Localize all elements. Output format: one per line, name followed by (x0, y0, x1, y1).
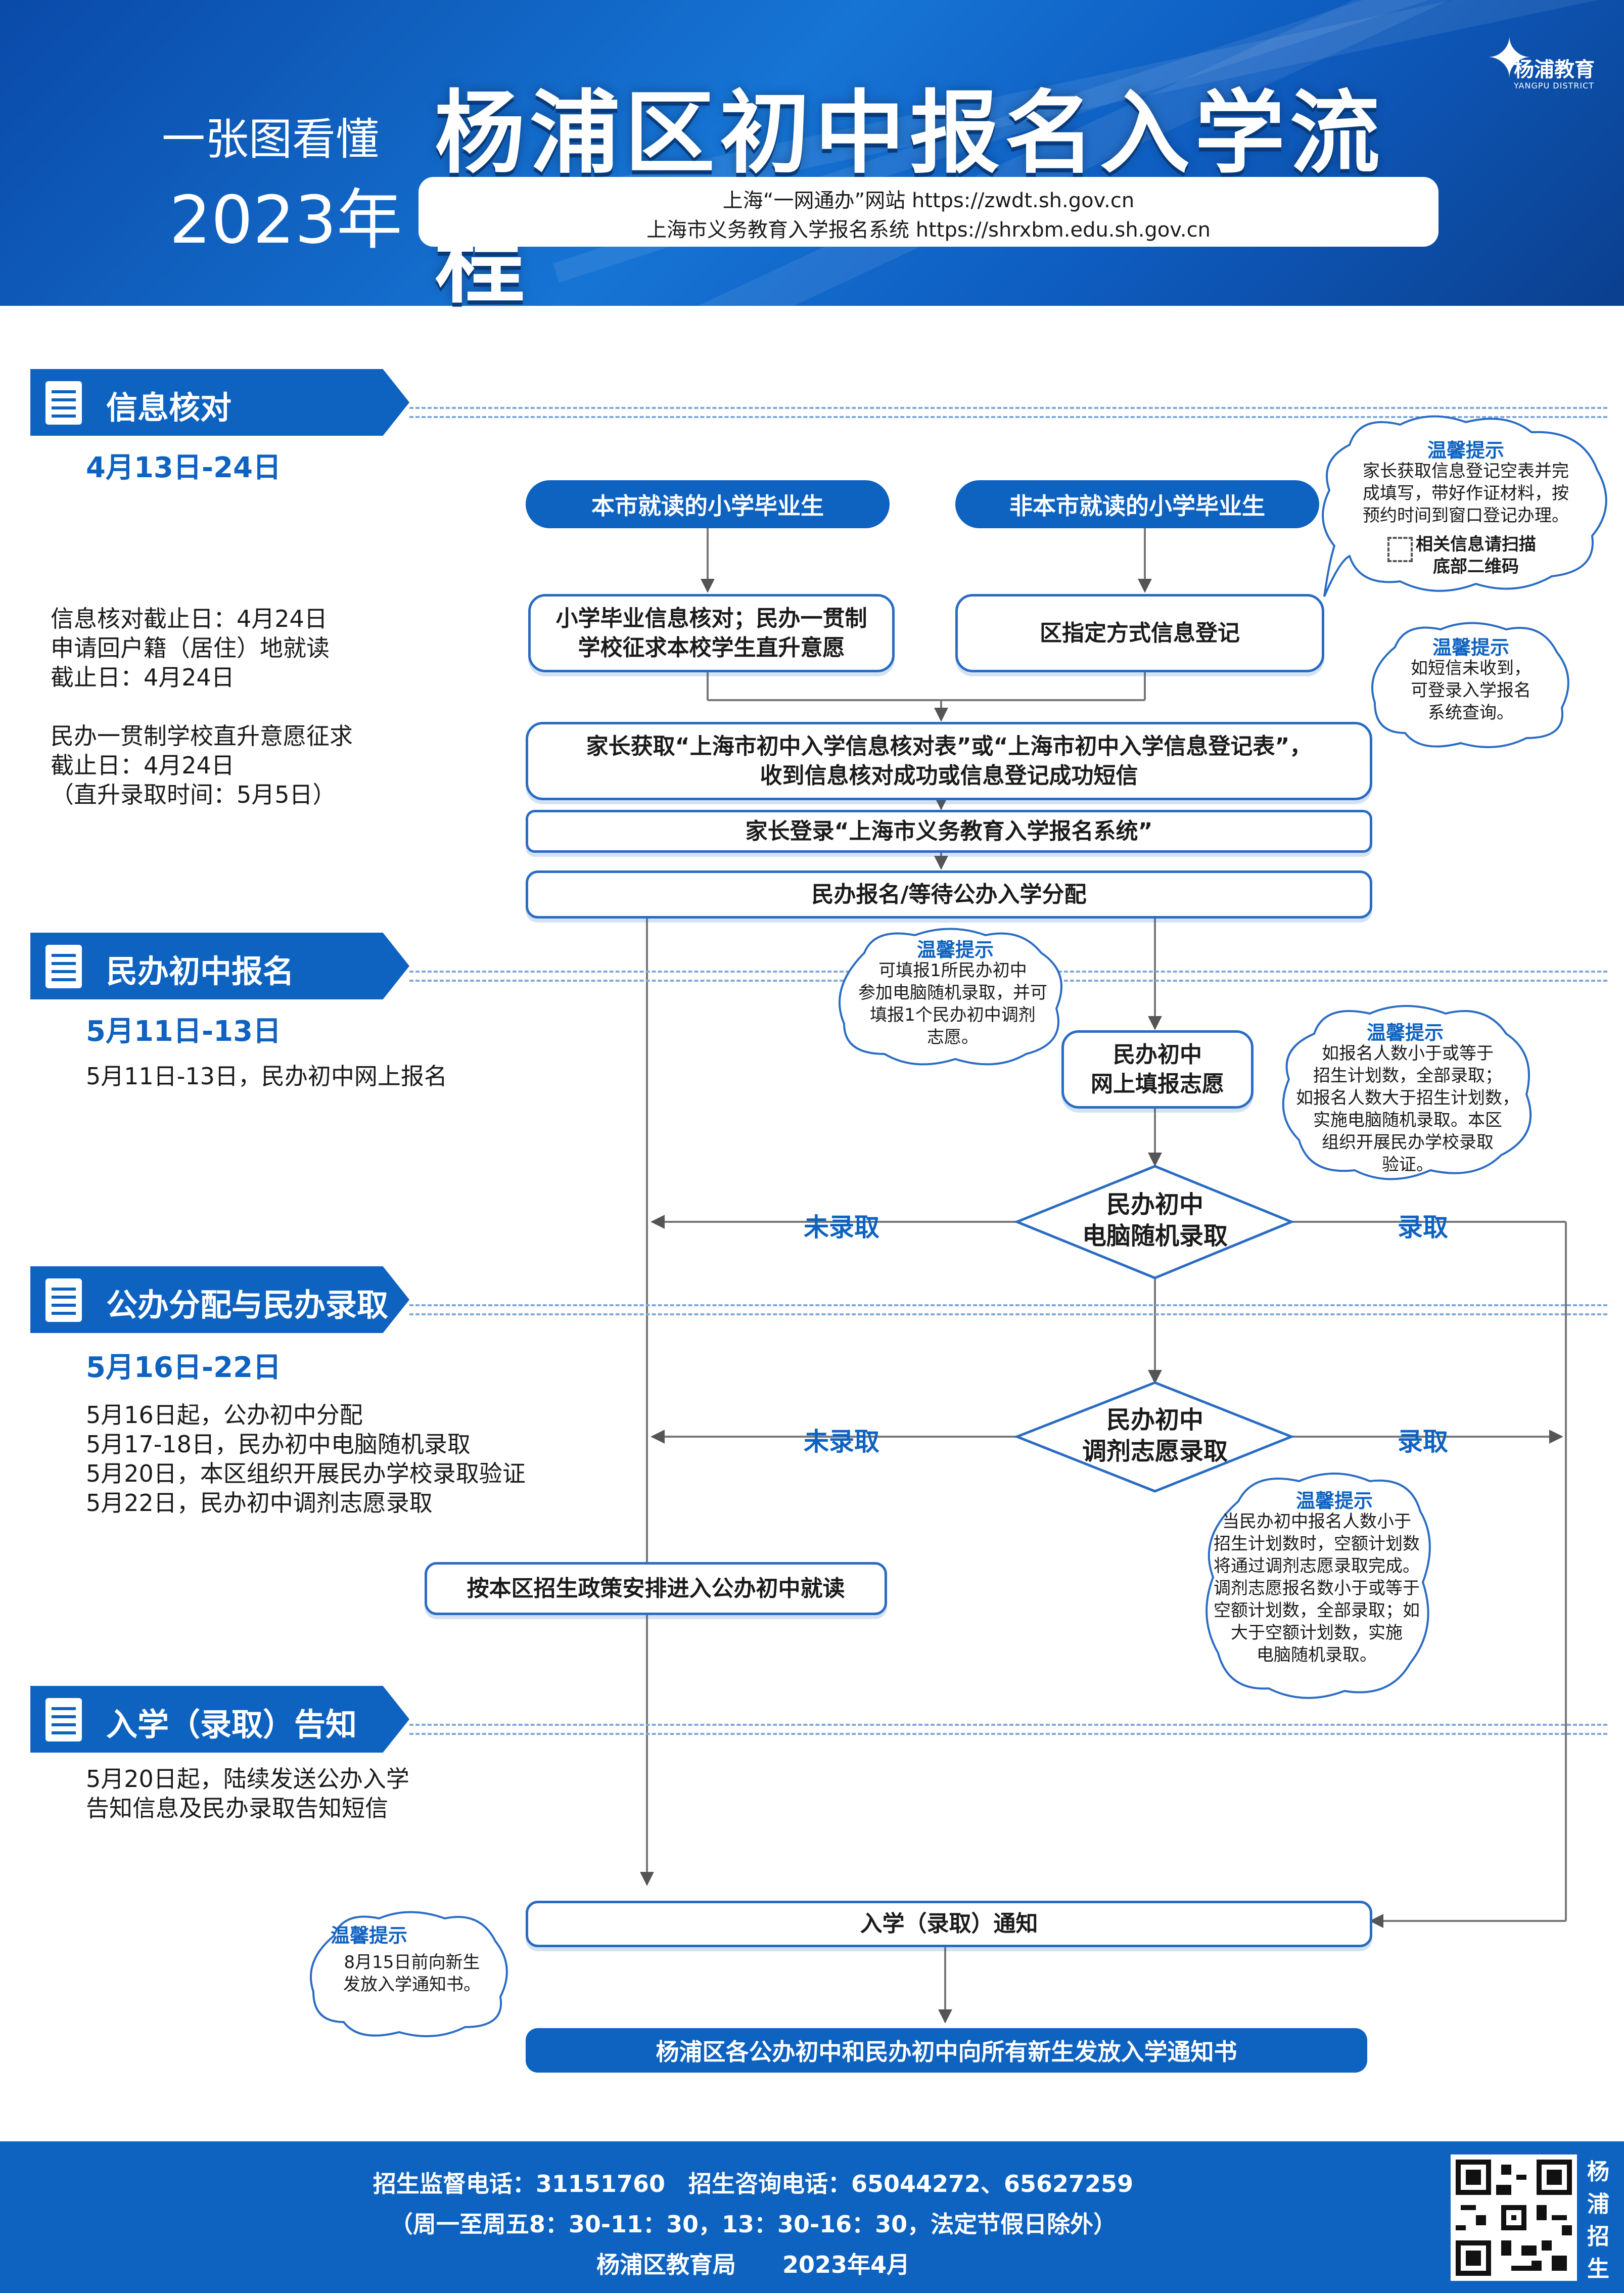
header-banner (0, 0, 1624, 306)
tip-cloud-adjust (1205, 1473, 1431, 1699)
section-header-private: 民办初中报名 (30, 933, 409, 999)
tip-title-1: 温馨提示 (1427, 439, 1504, 462)
section-header-notice: 入学（录取）告知 (30, 1686, 409, 1753)
tip-text-1-qr: 相关信息请扫描 底部二维码 (1416, 534, 1536, 577)
adjust-diamond (1013, 1381, 1295, 1493)
section-text-notice: 5月20日起，陆续发送公办入学 告知信息及民办录取告知短信 (86, 1765, 409, 1822)
logo-icon: ✦ (1486, 26, 1533, 90)
section-label-verify: 信息核对 (106, 389, 232, 426)
admitted-label-1: 录取 (1398, 1213, 1448, 1242)
not-admitted-label-1: 未录取 (804, 1213, 879, 1242)
qr-code-icon[interactable] (1451, 2154, 1577, 2281)
nonlocal-grad-pill: 非本市就读的小学毕业生 (955, 480, 1319, 528)
section-date-private: 5月11日-13日 (86, 1015, 282, 1048)
logo-text: 杨浦教育 (1514, 58, 1595, 81)
tip-title-4: 温馨提示 (1366, 1022, 1444, 1044)
tip-title-2: 温馨提示 (1432, 636, 1509, 659)
scan-icon (1387, 537, 1413, 562)
fill-box: 民办初中 网上填报志愿 (1061, 1030, 1254, 1109)
tip-text-6: 8月15日前向新生 发放入学通知书。 (343, 1952, 481, 1995)
logo: ✦ 杨浦教育 YANGPU DISTRICT (1486, 25, 1602, 101)
tip-text-2: 如短信未收到， 可登录入学报名 系统查询。 (1411, 658, 1531, 723)
footer: 招生监督电话：31151760 招生咨询电话：65044272、65627259… (0, 2141, 1624, 2293)
admitted-label-2: 录取 (1398, 1427, 1448, 1456)
adjust-label: 民办初中 调剂志愿录取 (1082, 1406, 1228, 1465)
tip-cloud-sms (1371, 622, 1569, 748)
document-icon (45, 1278, 82, 1322)
tip-text-3: 可填报1所民办初中 参加电脑随机录取，并可 填报1个民办初中调剂 志愿。 (858, 960, 1047, 1047)
document-icon (45, 381, 82, 425)
lottery-diamond (1013, 1165, 1295, 1279)
url-shrxbm[interactable]: 上海市义务教育入学报名系统 https://shrxbm.edu.sh.gov.… (646, 218, 1211, 242)
page-title: 杨浦区初中报名入学流程 (435, 81, 1385, 315)
section-text-private: 5月11日-13日，民办初中网上报名 (86, 1063, 447, 1090)
footer-issuer: 杨浦区教育局 2023年4月 (596, 2251, 910, 2278)
lottery-label: 民办初中 电脑随机录取 (1082, 1190, 1228, 1250)
tip-text-4: 如报名人数小于或等于 招生计划数，全部录取； 如报名人数大于招生计划数， 实施电… (1296, 1043, 1519, 1175)
section-divider-1 (409, 407, 1607, 418)
section-label-allocation: 公办分配与民办录取 (106, 1287, 389, 1323)
verify-box: 小学毕业信息核对；民办一贯制 学校征求本校学生直升意愿 (528, 594, 895, 672)
section-header-allocation: 公办分配与民办录取 (30, 1266, 409, 1333)
tip-title-6: 温馨提示 (330, 1924, 407, 1947)
tip-text-5: 当民办初中报名人数小于 招生计划数时，空额计划数 将通过调剂志愿录取完成。 调剂… (1214, 1511, 1420, 1665)
url-box: 上海“一网通办”网站 https://zwdt.sh.gov.cn 上海市义务教… (419, 177, 1439, 247)
year: 2023年 (169, 181, 402, 258)
section-header-verify: 信息核对 (30, 369, 409, 436)
section-text-allocation: 5月16日起，公办初中分配 5月17-18日，民办初中电脑随机录取 5月20日，… (86, 1401, 526, 1517)
tip-cloud-lottery (1282, 1005, 1532, 1180)
section-divider-4 (409, 1724, 1607, 1735)
register-box: 区指定方式信息登记 (955, 594, 1324, 672)
notice-box: 入学（录取）通知 (526, 1901, 1372, 1947)
local-grad-pill: 本市就读的小学毕业生 (526, 480, 890, 528)
footer-phones: 招生监督电话：31151760 招生咨询电话：65044272、65627259 (373, 2170, 1134, 2197)
tip-cloud-fill (839, 928, 1062, 1066)
section-date-allocation: 5月16日-22日 (86, 1351, 282, 1384)
section-label-notice: 入学（录取）告知 (106, 1706, 357, 1743)
document-icon (45, 945, 82, 988)
url-zwdt[interactable]: 上海“一网通办”网站 https://zwdt.sh.gov.cn (722, 189, 1135, 212)
tip-title-5: 温馨提示 (1295, 1490, 1373, 1512)
tip-title-3: 温馨提示 (916, 939, 994, 961)
wait-box: 民办报名/等待公办入学分配 (526, 870, 1372, 919)
qr-label: 杨浦招生 (1587, 2159, 1609, 2282)
section-date-verify: 4月13日-24日 (86, 451, 282, 484)
footer-hours: （周一至周五8：30-11：30，13：30-16：30，法定节假日除外） (389, 2211, 1117, 2238)
logo-sub: YANGPU DISTRICT (1514, 81, 1595, 90)
public-school-box: 按本区招生政策安排进入公办初中就读 (425, 1562, 887, 1615)
tip-text-1: 家长获取信息登记空表并完 成填写，带好作证材料，按 预约时间到窗口登记办理。 (1363, 461, 1569, 526)
section-divider-3 (409, 1304, 1607, 1315)
tip-cloud-register (1322, 415, 1607, 597)
parent-form-box: 家长获取“上海市初中入学信息核对表”或“上海市初中入学信息登记表”， 收到信息核… (526, 722, 1372, 800)
login-box: 家长登录“上海市义务教育入学报名系统” (526, 810, 1372, 853)
document-icon (45, 1698, 82, 1741)
not-admitted-label-2: 未录取 (804, 1427, 879, 1456)
section-label-private: 民办初中报名 (106, 953, 295, 990)
section-text-verify: 信息核对截止日：4月24日 申请回户籍（居住）地就读 截止日：4月24日 民办一… (51, 605, 353, 808)
final-box: 杨浦区各公办初中和民办初中向所有新生发放入学通知书 (526, 2028, 1367, 2073)
tip-cloud-notice (310, 1911, 508, 2037)
tagline: 一张图看懂 (162, 114, 379, 165)
